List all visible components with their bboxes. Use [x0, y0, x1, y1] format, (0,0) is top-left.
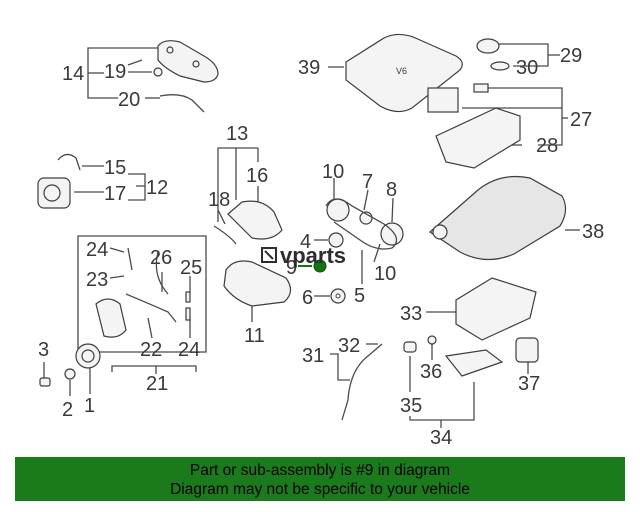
callout-9: 9 — [286, 257, 297, 279]
callout-24-bottom: 24 — [178, 339, 200, 361]
callout-36: 36 — [420, 361, 442, 383]
callout-10-bottom: 10 — [374, 263, 396, 285]
info-banner: Part or sub-assembly is #9 in diagram Di… — [15, 457, 625, 501]
callout-10-top: 10 — [322, 161, 344, 183]
callout-22: 22 — [140, 339, 162, 361]
callout-numbers: 14 19 20 15 17 12 13 16 18 39 29 30 27 2… — [38, 45, 604, 449]
callout-18: 18 — [208, 189, 230, 211]
callout-16: 16 — [246, 165, 268, 187]
callout-21: 21 — [146, 373, 168, 395]
callout-8: 8 — [386, 179, 397, 201]
banner-line-2: Diagram may not be specific to your vehi… — [170, 481, 470, 498]
callout-33: 33 — [400, 303, 422, 325]
engine-parts-diagram: V6 — [37, 33, 604, 449]
callout-11: 11 — [244, 325, 265, 347]
callout-14: 14 — [62, 63, 84, 85]
callout-31: 31 — [302, 345, 324, 367]
watermark-text: vparts — [280, 243, 346, 268]
callout-20: 20 — [118, 89, 140, 111]
watermark-logo: vparts — [261, 243, 346, 268]
callout-26: 26 — [150, 247, 172, 269]
callout-7: 7 — [362, 171, 373, 193]
part-drawings: V6 — [37, 33, 567, 421]
callout-23: 23 — [86, 269, 108, 291]
callout-29: 29 — [560, 45, 582, 67]
callout-37: 37 — [518, 373, 540, 395]
callout-27: 27 — [570, 109, 592, 131]
callout-38: 38 — [582, 221, 604, 243]
svg-text:V6: V6 — [396, 66, 407, 76]
callout-39: 39 — [298, 57, 320, 79]
callout-17: 17 — [104, 183, 126, 205]
callout-1: 1 — [84, 395, 95, 417]
callout-13: 13 — [226, 123, 248, 145]
callout-12: 12 — [146, 177, 168, 199]
callout-2: 2 — [62, 399, 73, 421]
callout-32: 32 — [338, 335, 360, 357]
callout-5: 5 — [354, 285, 365, 307]
callout-28: 28 — [536, 135, 558, 157]
callout-25: 25 — [180, 257, 202, 279]
callout-15: 15 — [104, 157, 126, 179]
callout-24-top: 24 — [86, 239, 108, 261]
callout-35: 35 — [400, 395, 422, 417]
callout-3: 3 — [38, 339, 49, 361]
callout-4: 4 — [300, 231, 311, 253]
callout-34: 34 — [430, 427, 452, 449]
callout-6: 6 — [302, 287, 313, 309]
callout-30: 30 — [516, 57, 538, 79]
callout-19: 19 — [104, 61, 126, 83]
banner-line-1: Part or sub-assembly is #9 in diagram — [189, 462, 451, 479]
